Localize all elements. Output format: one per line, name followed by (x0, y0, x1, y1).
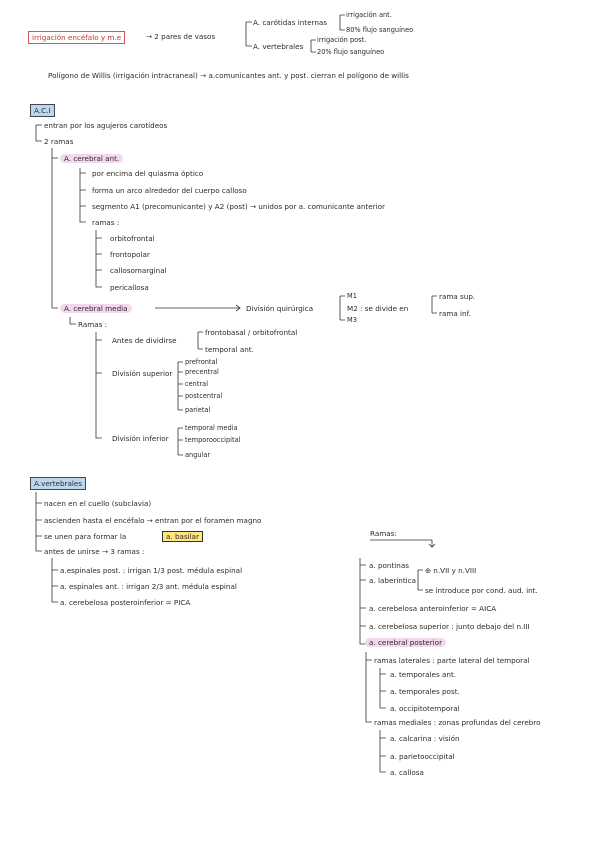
ant-item-2: forma un arco alrededor del cuerpo callo… (92, 186, 247, 195)
ant-item-3: segmento A1 (precomunicante) y A2 (post)… (92, 202, 385, 211)
superior-item-3: central (185, 380, 209, 388)
aci-heading: A.C.I (30, 104, 55, 118)
m1-label: M1 (347, 292, 357, 300)
vertebrales-detail-2: 20% flujo sanguíneo (317, 48, 385, 56)
cerebelosa-superior-label: a. cerebelosa superior : junto debajo de… (369, 622, 530, 631)
vert-sub-1: a.espinales post. : irrigan 1/3 post. mé… (60, 566, 243, 575)
ant-rama-2: frontopolar (110, 250, 150, 259)
cerebral-media-label: A. cerebral media (60, 304, 132, 314)
rama-inf-label: rama inf. (439, 309, 471, 318)
vertebrales-heading: A.vertebrales (30, 477, 87, 491)
basilar-label: a. basilar (162, 531, 204, 543)
inferior-item-2: temporooccipital (185, 436, 241, 444)
antes-dividirse-label: Antes de dividirse (112, 336, 177, 345)
poligono-willis-text: Polígono de Willis (irrigación intracran… (48, 71, 409, 80)
antes-item-2: temporal ant. (205, 345, 254, 354)
ramas-title: Ramas: (370, 529, 397, 538)
inferior-item-3: angular (185, 451, 211, 459)
vertebrales-label: A. vertebrales (253, 42, 304, 51)
superior-item-2: precentral (185, 368, 219, 376)
mediales-item-3: a. callosa (390, 768, 424, 777)
m2-label: M2 : se divide en (347, 304, 409, 313)
carotida-interna-label: A. carótidas internas (253, 18, 328, 27)
inferior-item-1: temporal media (185, 424, 238, 432)
superior-item-5: parietal (185, 406, 211, 414)
superior-item-1: prefrontal (185, 358, 218, 366)
vert-item-2: ascienden hasta el encéfalo → entran por… (44, 516, 262, 525)
pares-vasos-text: → 2 pares de vasos (146, 32, 216, 41)
aci-item-2: 2 ramas (44, 137, 74, 146)
ramas-mediales-label: ramas mediales : zonas profundas del cer… (374, 718, 541, 727)
irrigacion-heading: irrigación encéfalo y m.e (28, 31, 126, 45)
antes-item-1: frontobasal / orbitofrontal (205, 328, 298, 337)
division-inferior-label: División inferior (112, 434, 169, 443)
division-quirurgica: División quirúrgica (246, 304, 314, 313)
division-superior-label: División superior (112, 369, 173, 378)
vertebrales-detail-1: irrigación post. (317, 36, 367, 44)
vert-sub-2: a. espinales ant. : irrigan 2/3 ant. méd… (60, 582, 237, 591)
ant-rama-3: callosomarginal (110, 266, 167, 275)
rama-sup-label: rama sup. (439, 292, 476, 301)
laberintica-detail-1: ⊕ n.VII y n.VIII (425, 566, 477, 575)
antes-unirse-label: antes de unirse → 3 ramas : (44, 547, 145, 556)
laberintica-detail-2: se introduce por cond. aud. int. (425, 586, 538, 595)
carotida-detail-2: 80% flujo sanguíneo (346, 26, 414, 34)
vert-item-1: nacen en el cuello (subclavia) (44, 499, 152, 508)
carotida-detail-1: irrigación ant. (346, 11, 392, 19)
ant-item-4: ramas : (92, 218, 120, 227)
vert-item-3: se unen para formar la (44, 532, 127, 541)
laterales-item-1: a. temporales ant. (390, 670, 457, 679)
media-ramas-label: Ramas : (78, 320, 108, 329)
ramas-item-laberintica: a. laberíntica (369, 576, 417, 585)
ramas-laterales-label: ramas laterales : parte lateral del temp… (374, 656, 530, 665)
cerebral-ant-label: A. cerebral ant. (60, 154, 124, 164)
superior-item-4: postcentral (185, 392, 223, 400)
ant-rama-4: pericallosa (110, 283, 149, 292)
ramas-item-pontinas: a. pontinas (369, 561, 410, 570)
aci-item-1: entran por los agujeros carotídeos (44, 121, 168, 130)
vert-sub-3: a. cerebelosa posteroinferior = PICA (60, 598, 191, 607)
aica-label: a. cerebelosa anteroinferior = AICA (369, 604, 497, 613)
cerebral-posterior-label: a. cerebral posterior (365, 638, 447, 648)
laterales-item-2: a. temporales post. (390, 687, 460, 696)
mediales-item-2: a. parietooccipital (390, 752, 455, 761)
ant-item-1: por encima del quiasma óptico (92, 169, 204, 178)
mediales-item-1: a. calcarina : visión (390, 734, 460, 743)
m3-label: M3 (347, 316, 357, 324)
ant-rama-1: orbitofrontal (110, 234, 155, 243)
laterales-item-3: a. occipitotemporal (390, 704, 460, 713)
